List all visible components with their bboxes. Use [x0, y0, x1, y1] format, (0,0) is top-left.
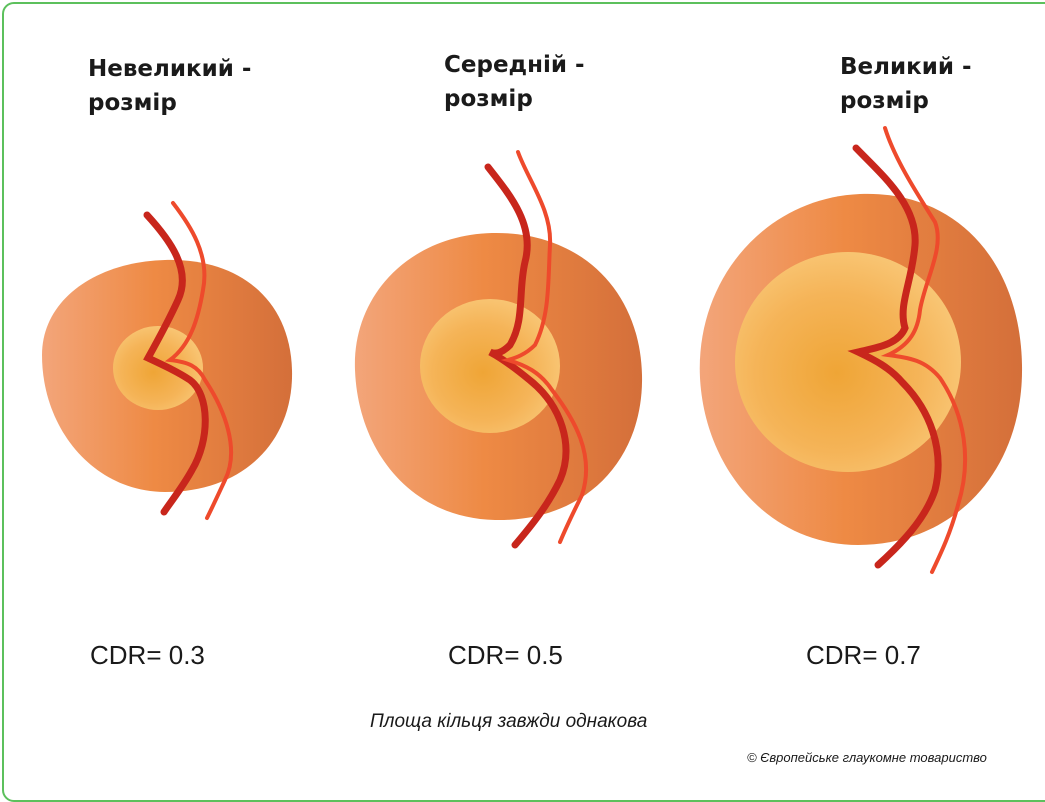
- cdr-label-small: CDR= 0.3: [90, 640, 205, 671]
- disc-small: [42, 203, 292, 518]
- disc-medium: [355, 152, 642, 545]
- disc-large: [700, 128, 1022, 572]
- disc-medium-cup: [420, 299, 560, 433]
- cdr-label-large: CDR= 0.7: [806, 640, 921, 671]
- cdr-label-medium: CDR= 0.5: [448, 640, 563, 671]
- copyright-notice: © Європейське глаукомне товариство: [747, 750, 987, 765]
- caption: Площа кільця завжди однакова: [370, 711, 647, 733]
